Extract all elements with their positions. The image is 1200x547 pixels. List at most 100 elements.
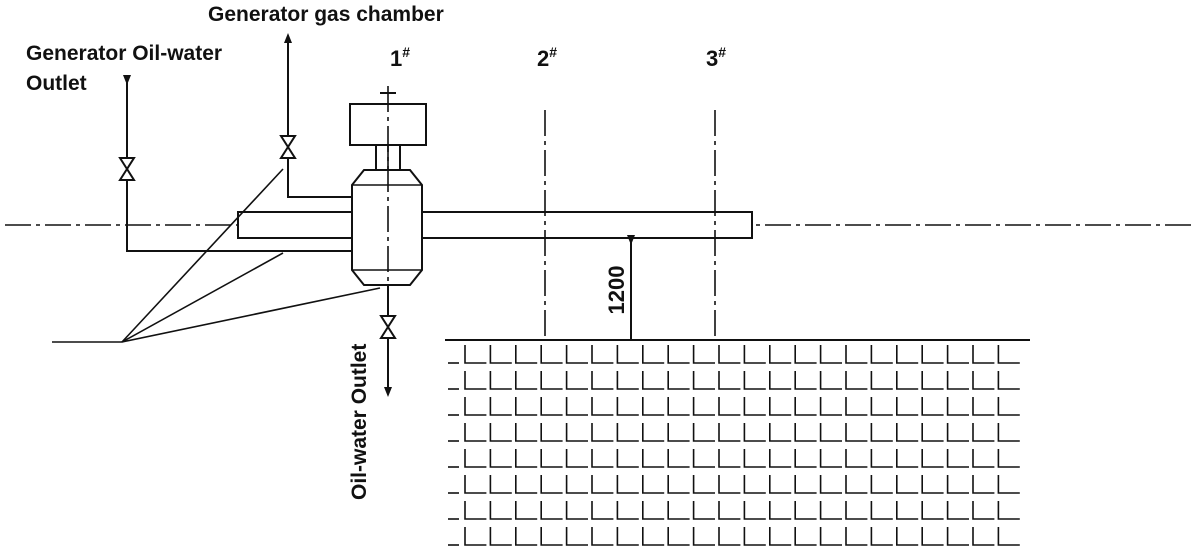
floor-grid-cell xyxy=(870,397,893,416)
floor-grid-cell xyxy=(515,397,538,416)
floor-grid-cell xyxy=(489,345,512,364)
floor-grid-cell xyxy=(769,475,792,494)
oil-water-outlet-pipe-top xyxy=(123,75,352,252)
floor-grid-cell xyxy=(870,423,893,442)
floor-grid-cell xyxy=(540,449,563,468)
floor-grid-cell xyxy=(769,371,792,390)
floor-grid-cell xyxy=(591,397,614,416)
floor-grid-cell xyxy=(489,371,512,390)
dimension-1200-label: 1200 xyxy=(604,266,629,315)
floor-grid-cell xyxy=(896,501,919,520)
floor-grid-cell xyxy=(464,423,487,442)
floor-grid-cell xyxy=(616,397,639,416)
floor-grid-cell xyxy=(718,449,741,468)
floor-grid-cell xyxy=(997,345,1020,364)
floor-grid-cell xyxy=(794,423,817,442)
floor-grid-cell xyxy=(921,527,944,546)
floor-grid-cell xyxy=(845,397,868,416)
floor-grid-cell xyxy=(972,475,995,494)
floor-grid-cell xyxy=(642,371,665,390)
floor-grid-cell xyxy=(743,345,766,364)
floor-grid-cell xyxy=(489,397,512,416)
floor-grid-cell xyxy=(464,449,487,468)
floor-grid-cell xyxy=(616,475,639,494)
floor-grid-cell xyxy=(692,371,715,390)
floor-grid-cell xyxy=(819,475,842,494)
oil-water-outlet-valve-icon-top xyxy=(118,157,136,181)
floor-grid-cell xyxy=(794,371,817,390)
floor-grid-cell xyxy=(743,527,766,546)
floor-grid-cell xyxy=(489,501,512,520)
floor-grid-cell xyxy=(896,345,919,364)
floor-grid-cell xyxy=(845,371,868,390)
floor-grid-cell xyxy=(769,449,792,468)
floor-grid-cell xyxy=(540,527,563,546)
floor-grid-cell xyxy=(896,449,919,468)
floor-grid-cell xyxy=(642,475,665,494)
floor-grid-cell xyxy=(642,449,665,468)
floor-grid-cell xyxy=(464,397,487,416)
floor-grid-cell xyxy=(769,345,792,364)
point-3-mark: # xyxy=(718,44,726,60)
floor-grid-cell xyxy=(692,423,715,442)
floor-grid-cell xyxy=(870,345,893,364)
floor-grid-cell xyxy=(997,397,1020,416)
floor-grid-cell xyxy=(794,527,817,546)
floor-grid-cell xyxy=(896,371,919,390)
floor-grid-cell xyxy=(997,371,1020,390)
floor-grid-cell xyxy=(565,527,588,546)
floor-grid-cell xyxy=(692,475,715,494)
floor-grid-cell xyxy=(642,527,665,546)
floor-grid-cell xyxy=(946,449,969,468)
floor-grid-cell xyxy=(565,345,588,364)
leader-line-gas xyxy=(121,168,284,343)
floor-grid-cell xyxy=(642,423,665,442)
floor-grid-cell xyxy=(743,423,766,442)
point-2-number: 2 xyxy=(537,46,549,71)
oil-water-outlet-top-label-line2: Outlet xyxy=(26,72,87,95)
shaft-pipe xyxy=(237,211,753,239)
floor-grid-cell xyxy=(718,371,741,390)
floor-grid-cell xyxy=(540,371,563,390)
floor-grid-cell xyxy=(921,475,944,494)
floor-grid-cell xyxy=(692,501,715,520)
floor-grid-cell xyxy=(921,423,944,442)
floor-grid-cell xyxy=(540,475,563,494)
floor-grid-cell xyxy=(565,397,588,416)
floor-grid-cell xyxy=(896,475,919,494)
floor-grid-cell xyxy=(464,371,487,390)
floor-grid-cell xyxy=(769,423,792,442)
floor-grid-cell xyxy=(692,345,715,364)
floor-grid-cell xyxy=(591,423,614,442)
floor-grid-cell xyxy=(591,527,614,546)
gas-chamber-valve-icon xyxy=(279,135,297,159)
floor-grid-cell xyxy=(667,371,690,390)
floor-grid-cell xyxy=(464,527,487,546)
point-label-3: 3# xyxy=(706,44,726,71)
floor-grid-cell xyxy=(870,449,893,468)
floor-grid-cell xyxy=(515,527,538,546)
floor-grid-cell xyxy=(946,475,969,494)
floor-grid-cell xyxy=(845,501,868,520)
floor-grid-cell xyxy=(515,475,538,494)
floor-grid-cell xyxy=(946,345,969,364)
floor-grid-cell xyxy=(845,449,868,468)
floor-grid-cell xyxy=(515,371,538,390)
floor-grid-cell xyxy=(515,423,538,442)
floor-grid-cell xyxy=(642,397,665,416)
floor-grid-cell xyxy=(743,449,766,468)
floor-grid-cell xyxy=(845,527,868,546)
floor-grid-cell xyxy=(997,449,1020,468)
floor-grid-cell xyxy=(946,501,969,520)
floor-grid-cell xyxy=(489,527,512,546)
oil-water-outlet-bottom-label: Oil-water Outlet xyxy=(348,344,371,500)
floor-grid-cell xyxy=(540,345,563,364)
floor-grid-cell xyxy=(743,501,766,520)
floor-grid-cell xyxy=(667,501,690,520)
point-1-number: 1 xyxy=(390,46,402,71)
floor-grid-cell xyxy=(921,345,944,364)
floor-grid-cell xyxy=(845,345,868,364)
floor-grid-cell xyxy=(489,423,512,442)
floor-grid-cell xyxy=(972,371,995,390)
floor-grid-cell xyxy=(819,397,842,416)
